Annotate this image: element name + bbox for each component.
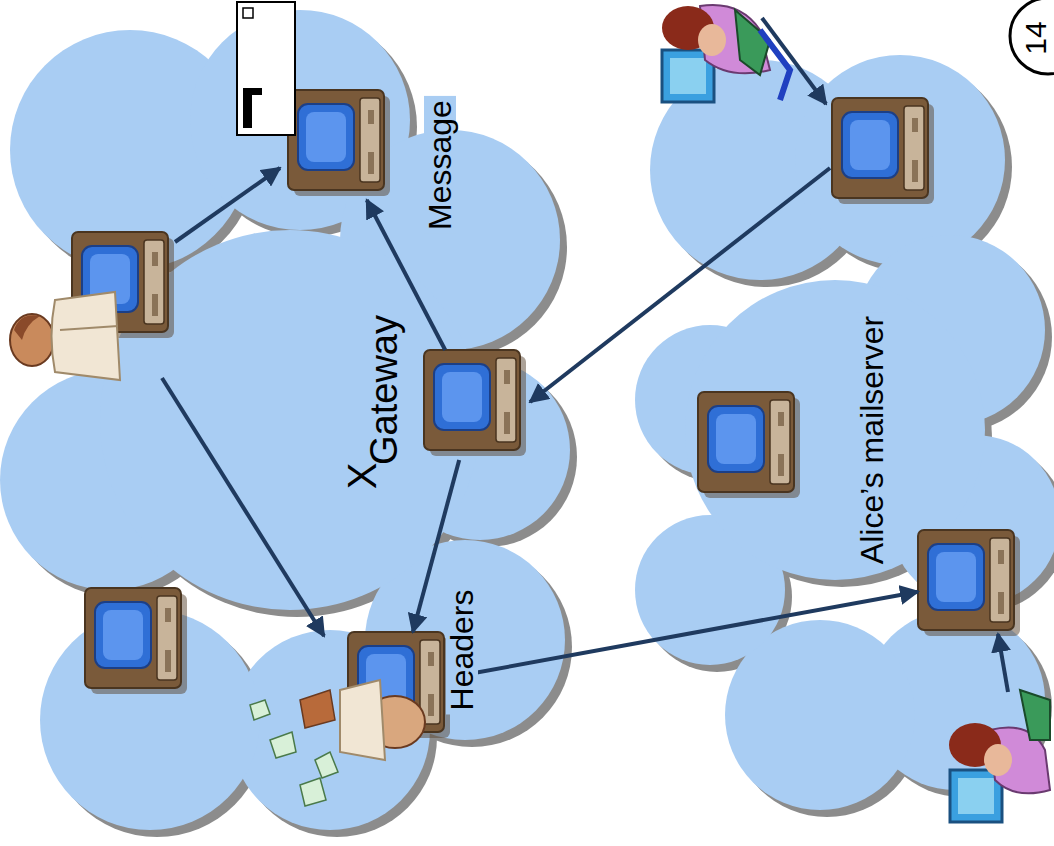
computer-node: Message [288,90,388,200]
node-label: Headers [446,586,478,715]
computer-node: Alice’s mailserver [918,530,1018,635]
cross-mark: X [342,463,382,490]
node-label: Gateway [365,311,403,469]
node-label: Message [424,96,456,234]
node-label: Alice’s mailserver [856,312,888,568]
computer-node: Gateway [424,350,524,460]
computer-node: Headers [348,632,448,742]
callout-number: 14 [1021,21,1051,54]
arrow-connector [448,592,918,678]
